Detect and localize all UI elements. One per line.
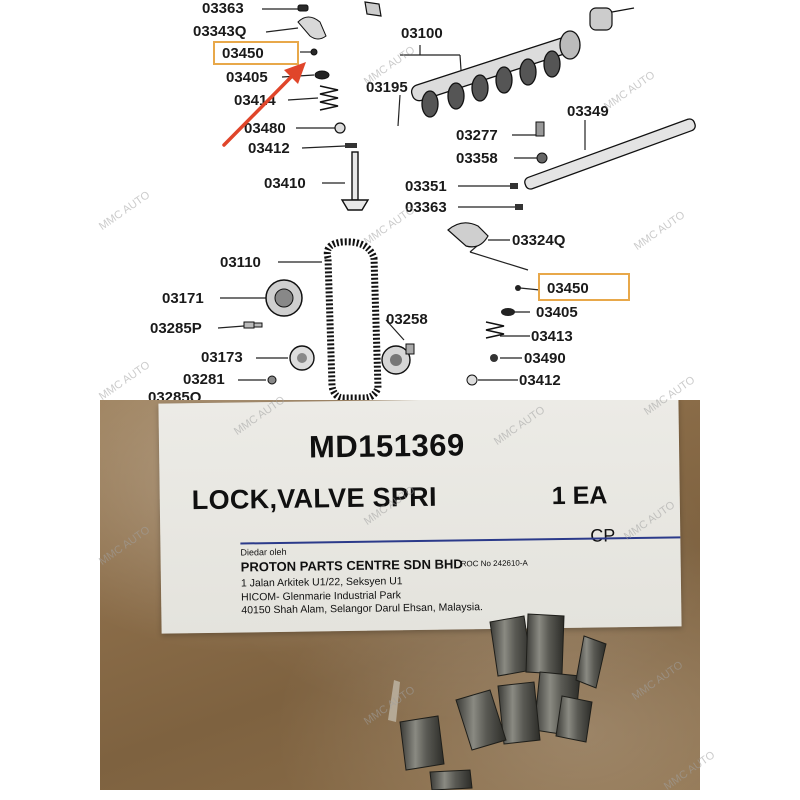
highlight-box [538, 273, 630, 301]
part-label: 03343Q [193, 23, 247, 40]
part-label: 03349 [567, 103, 609, 120]
part-label: 03285Q [148, 389, 202, 401]
part-label: 03363 [202, 0, 244, 17]
part-label: 03480 [244, 120, 286, 137]
parts-diagram: 03363 03343Q 03450 03405 03414 03480 034… [148, 0, 696, 401]
part-label: 03412 [248, 140, 290, 157]
part-label: 03490 [524, 350, 566, 367]
part-label: 03358 [456, 150, 498, 167]
part-label: 03351 [405, 178, 447, 195]
part-label: 03281 [183, 371, 225, 388]
part-label: 03100 [401, 25, 443, 42]
part-label: 03413 [531, 328, 573, 345]
part-label: 03110 [220, 254, 261, 271]
part-label: 03324Q [512, 232, 566, 249]
part-label: 03405 [226, 69, 268, 86]
part-label: 03450 [222, 45, 264, 62]
part-label: 03412 [519, 372, 561, 389]
diagram-drawing [217, 1, 696, 400]
part-label: 03285P [150, 320, 202, 337]
part-label: 03363 [405, 199, 447, 216]
part-label: 03173 [201, 349, 243, 366]
part-label: 03258 [386, 311, 428, 328]
part-label: 03410 [264, 175, 306, 192]
part-label: 03405 [536, 304, 578, 321]
part-label: 03171 [162, 290, 204, 307]
part-label: 03277 [456, 127, 498, 144]
valve-locks-image [388, 613, 607, 790]
product-photo: MD151369 LOCK,VALVE SPRI 1 EA CP Diedar … [100, 400, 700, 790]
highlight-box [213, 41, 299, 65]
arrow-icon [222, 62, 306, 147]
part-label: 03195 [366, 79, 408, 96]
part-label: 03450 [547, 280, 589, 297]
